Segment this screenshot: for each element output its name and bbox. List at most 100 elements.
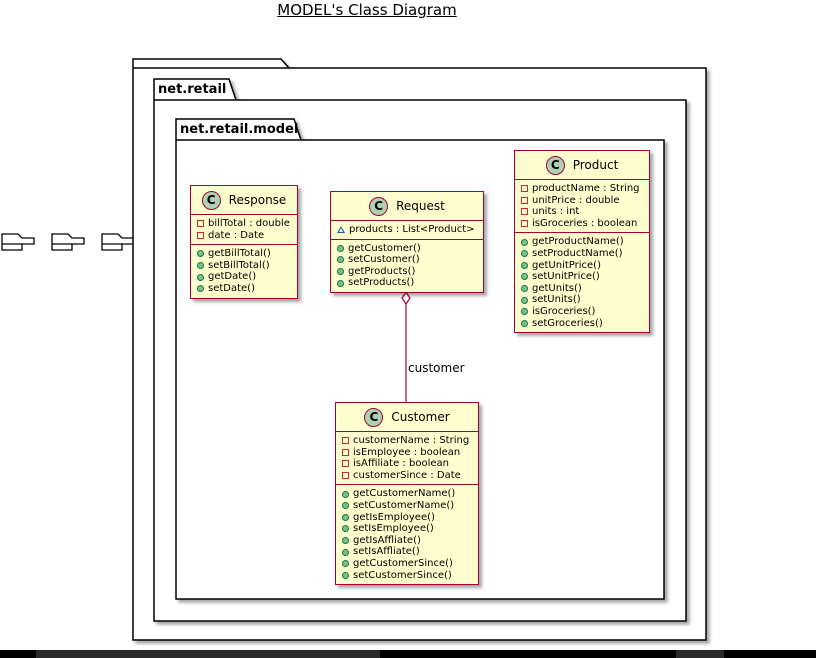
class-response[interactable]: C Response billTotal : double date : Dat… [190, 185, 298, 299]
method-row: setBillTotal() [197, 260, 291, 272]
collapsed-package-icon [1, 233, 35, 251]
method-text: setGroceries() [532, 317, 603, 329]
class-header: C Product [515, 151, 649, 180]
attribute-text: customerName : String [353, 435, 470, 446]
private-icon [521, 185, 528, 193]
public-icon [337, 244, 344, 252]
method-text: setDate() [208, 282, 255, 294]
class-stereotype-icon: C [201, 190, 221, 210]
method-row: getProducts() [337, 266, 477, 278]
class-request[interactable]: C Request products : List<Product> getCu… [330, 191, 484, 293]
class-customer[interactable]: C Customer customerName : String isEmplo… [335, 402, 479, 586]
public-icon [337, 279, 344, 287]
private-icon [342, 460, 349, 468]
public-icon [521, 296, 528, 304]
attribute-text: isEmployee : boolean [353, 446, 461, 458]
private-icon [342, 472, 349, 480]
public-icon [342, 502, 349, 510]
public-icon [521, 319, 528, 327]
attribute-text: productName : String [532, 183, 640, 194]
collapsed-packages [1, 233, 135, 251]
relation-label: customer [408, 361, 465, 375]
method-row: getUnits() [521, 283, 643, 295]
method-row: getUnitPrice() [521, 260, 643, 272]
attribute-text: billTotal : double [208, 218, 290, 229]
public-icon [342, 537, 349, 545]
method-text: getUnits() [532, 282, 582, 294]
class-name: Customer [391, 410, 450, 424]
attribute-text: isGroceries : boolean [532, 217, 638, 229]
public-icon [342, 525, 349, 533]
method-row: setCustomerSince() [342, 570, 472, 582]
method-text: getProductName() [532, 236, 624, 248]
package-net-retail-model-label: net.retail.model [180, 122, 299, 137]
method-text: isGroceries() [532, 305, 596, 317]
method-row: setProductName() [521, 248, 643, 260]
attributes-section: billTotal : double date : Date [191, 215, 297, 246]
private-icon [521, 208, 528, 216]
method-text: getUnitPrice() [532, 259, 601, 271]
public-icon [197, 273, 204, 281]
public-icon [197, 285, 204, 293]
method-row: setDate() [197, 283, 291, 295]
method-row: getProductName() [521, 236, 643, 248]
method-text: getCustomer() [348, 242, 421, 254]
method-text: getDate() [208, 271, 257, 283]
attribute-text: customerSince : Date [353, 469, 461, 481]
method-row: getIsEmployee() [342, 512, 472, 524]
public-icon [521, 250, 528, 258]
methods-section: getCustomer() setCustomer() getProducts(… [331, 240, 483, 292]
class-stereotype-icon: C [369, 196, 389, 216]
package-visibility-icon [337, 226, 345, 234]
method-text: getCustomerName() [353, 488, 456, 500]
methods-section: getBillTotal() setBillTotal() getDate() … [191, 245, 297, 297]
attribute-row: isGroceries : boolean [521, 218, 643, 230]
attribute-row: units : int [521, 206, 643, 218]
class-name: Request [396, 199, 445, 213]
method-text: getIsEmployee() [353, 511, 435, 523]
class-stereotype-icon: C [545, 155, 565, 175]
method-text: setUnits() [532, 294, 581, 306]
attributes-section: productName : String unitPrice : double … [515, 180, 649, 234]
private-icon [521, 220, 528, 228]
method-row: getBillTotal() [197, 248, 291, 260]
method-text: setProductName() [532, 247, 623, 259]
collapsed-package-icon [51, 233, 85, 251]
method-row: getCustomer() [337, 243, 477, 255]
relation-request-customer [401, 290, 411, 403]
method-text: getBillTotal() [208, 248, 271, 260]
attribute-row: billTotal : double [197, 218, 291, 230]
methods-section: getProductName() setProductName() getUni… [515, 233, 649, 332]
public-icon [342, 548, 349, 556]
attribute-text: isAffiliate : boolean [353, 458, 449, 470]
class-header: C Customer [336, 403, 478, 432]
method-row: getDate() [197, 271, 291, 283]
private-icon [197, 231, 204, 239]
method-text: setCustomerName() [353, 499, 455, 511]
method-row: setGroceries() [521, 318, 643, 330]
attribute-row: products : List<Product> [337, 224, 477, 236]
method-text: getCustomerSince() [353, 557, 453, 569]
method-row: setCustomerName() [342, 500, 472, 512]
class-name: Product [572, 158, 619, 172]
method-text: setUnitPrice() [532, 271, 600, 283]
class-header: C Request [331, 192, 483, 221]
attribute-text: units : int [532, 206, 580, 218]
attribute-row: isAffiliate : boolean [342, 458, 472, 470]
public-icon [521, 261, 528, 269]
method-text: setProducts() [348, 277, 415, 289]
method-text: getProducts() [348, 265, 416, 277]
attribute-row: customerSince : Date [342, 470, 472, 482]
public-icon [337, 256, 344, 264]
public-icon [342, 513, 349, 521]
public-icon [342, 560, 349, 568]
public-icon [197, 250, 204, 258]
class-product[interactable]: C Product productName : String unitPrice… [514, 150, 650, 334]
public-icon [342, 571, 349, 579]
class-header: C Response [191, 186, 297, 215]
attribute-row: isEmployee : boolean [342, 447, 472, 459]
public-icon [342, 490, 349, 498]
public-icon [521, 308, 528, 316]
method-row: getCustomerSince() [342, 558, 472, 570]
methods-section: getCustomerName() setCustomerName() getI… [336, 485, 478, 584]
